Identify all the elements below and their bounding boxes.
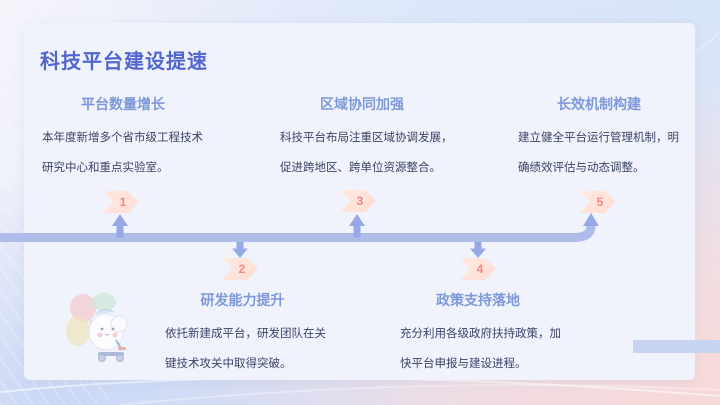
timeline-graphic <box>0 213 599 258</box>
section-policy-support: 政策支持落地 充分利用各级政府扶持政策，加 快平台申报与建设进程。 <box>400 291 561 376</box>
section-body-line: 快平台申报与建设进程。 <box>400 358 527 370</box>
section-body-line: 科技平台布局注重区域协调发展， <box>280 132 453 144</box>
section-body-line: 研究中心和重点实验室。 <box>42 162 169 174</box>
step-number: 2 <box>238 262 246 276</box>
page-title: 科技平台建设提速 <box>40 51 208 73</box>
step-number: 5 <box>596 195 604 209</box>
up-arrow-icon-1 <box>112 214 128 226</box>
down-arrow-icon-4 <box>470 248 486 258</box>
section-platform-growth: 平台数量增长 本年度新增多个省市级工程技术 研究中心和重点实验室。 <box>42 95 204 180</box>
section-heading: 长效机制构建 <box>557 96 641 112</box>
mascot-illustration <box>66 293 128 362</box>
down-arrow-icon-2 <box>232 248 248 258</box>
timeline-end-arrow-up-icon <box>583 213 599 226</box>
timeline-bar <box>0 225 596 242</box>
accent-bar-decoration <box>633 340 720 353</box>
section-body-line: 依托新建成平台，研发团队在关 <box>165 328 326 340</box>
section-body-line: 本年度新增多个省市级工程技术 <box>42 132 203 144</box>
step-badge-3: 3 <box>340 190 376 212</box>
section-heading: 政策支持落地 <box>436 292 520 308</box>
step-number: 3 <box>356 194 364 208</box>
up-arrow-stem-3 <box>353 225 361 238</box>
up-arrow-stem-1 <box>116 225 124 238</box>
step-badge-2: 2 <box>222 258 258 280</box>
step-badge-4: 4 <box>460 258 496 280</box>
section-heading: 研发能力提升 <box>200 292 285 308</box>
section-heading: 区域协同加强 <box>320 96 404 112</box>
down-arrow-stem-2 <box>236 242 244 249</box>
section-regional-coordination: 区域协同加强 科技平台布局注重区域协调发展， 促进跨地区、跨单位资源整合。 <box>280 95 453 180</box>
section-rd-capability: 研发能力提升 依托新建成平台，研发团队在关 键技术攻关中取得突破。 <box>165 291 326 376</box>
up-arrow-icon-3 <box>349 214 365 226</box>
section-body-line: 建立健全平台运行管理机制，明 <box>518 132 679 144</box>
section-body-line: 键技术攻关中取得突破。 <box>165 358 292 370</box>
section-body-line: 确绩效评估与动态调整。 <box>518 162 645 174</box>
section-body-line: 充分利用各级政府扶持政策，加 <box>400 328 561 340</box>
section-heading: 平台数量增长 <box>81 96 165 112</box>
section-body-line: 促进跨地区、跨单位资源整合。 <box>280 162 441 174</box>
step-number: 1 <box>119 195 127 209</box>
step-number: 4 <box>476 262 484 276</box>
down-arrow-stem-4 <box>474 242 482 249</box>
section-long-term-mechanism: 长效机制构建 建立健全平台运行管理机制，明 确绩效评估与动态调整。 <box>518 95 680 180</box>
step-badge-5: 5 <box>580 191 616 213</box>
step-badge-1: 1 <box>103 191 139 213</box>
